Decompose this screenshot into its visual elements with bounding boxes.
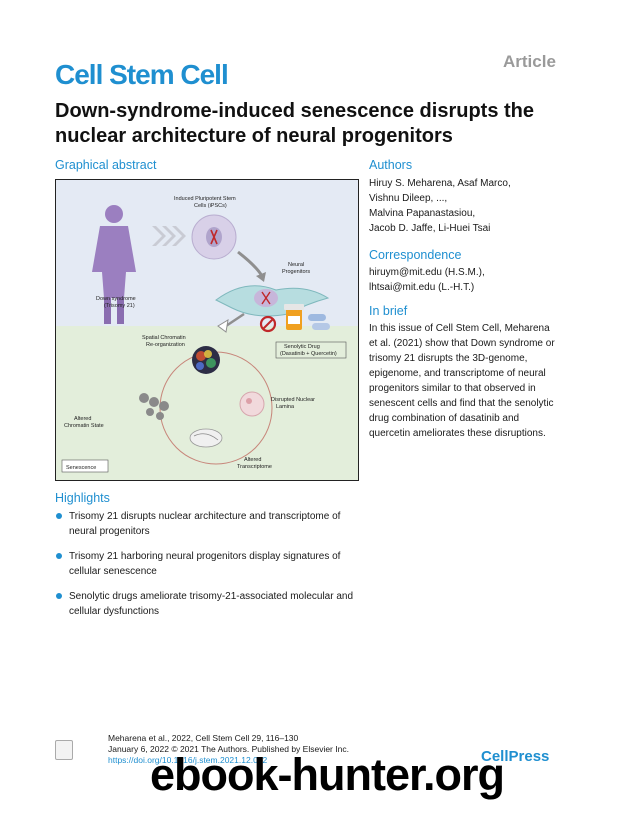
drug-label-2: (Dasatinib + Quercetin) xyxy=(280,351,337,357)
journal-name: Cell Stem Cell xyxy=(55,59,229,90)
in-brief-line: quercetin ameliorates these disruptions. xyxy=(369,428,546,439)
down-syndrome-label: Down syndrome xyxy=(96,296,136,302)
doi-link[interactable]: https://doi.org/10.1016/j.stem.2021.12.0… xyxy=(108,755,268,765)
authors-list: Hiruy S. Meharena, Asaf Marco, Vishnu Di… xyxy=(369,176,619,236)
capsule-icon xyxy=(308,314,330,330)
correspondence-emails: hiruym@mit.edu (H.S.M.), lhtsai@mit.edu … xyxy=(369,265,619,295)
citation-block: Meharena et al., 2022, Cell Stem Cell 29… xyxy=(108,733,408,766)
in-brief-line: In this issue of Cell Stem Cell, Meharen… xyxy=(369,323,550,334)
drug-label: Senolytic Drug xyxy=(284,344,320,350)
highlights-heading: Highlights xyxy=(55,491,110,505)
neural-progenitor-icon xyxy=(215,285,330,317)
graphical-abstract-figure: Down syndrome (Trisomy 21) Induced Pluri… xyxy=(55,179,359,481)
author-line: Jacob D. Jaffe, Li-Huei Tsai xyxy=(369,223,491,234)
authors-heading: Authors xyxy=(369,158,413,172)
in-brief-line: et al. (2021) show that Down syndrome or xyxy=(369,338,555,349)
highlights-list: Trisomy 21 disrupts nuclear architecture… xyxy=(55,509,365,629)
senescence-label: Senescence xyxy=(66,465,96,471)
graphical-abstract-heading: Graphical abstract xyxy=(55,158,157,172)
chromatin-fiber-icon xyxy=(139,393,169,420)
chromatin-state-label: Chromatin State xyxy=(64,423,104,429)
highlight-item: Trisomy 21 harboring neural progenitors … xyxy=(55,549,365,579)
article-type-label: Article xyxy=(503,52,556,71)
in-brief-line: progenitors similar to that observed in xyxy=(369,383,536,394)
author-line: Malvina Papanastasiou, xyxy=(369,208,476,219)
lamina-nucleus-icon xyxy=(239,391,265,417)
author-line: Hiruy S. Meharena, Asaf Marco, xyxy=(369,178,511,189)
person-figure-icon xyxy=(92,205,136,324)
spatial-label: Spatial Chromatin xyxy=(142,335,186,341)
in-brief-line: trisomy 21 disrupts the 3D-genome, xyxy=(369,353,528,364)
trisomy-label: (Trisomy 21) xyxy=(104,303,135,309)
in-brief-line: epigenome, and transcriptome of neural xyxy=(369,368,546,379)
altered-chromatin-label: Altered xyxy=(74,416,91,422)
transcriptome-label: Transcriptome xyxy=(237,464,272,470)
check-for-updates-icon[interactable] xyxy=(55,740,73,760)
neural-label: Neural xyxy=(288,262,304,268)
email-link[interactable]: lhtsai@mit.edu (L.-H.T.) xyxy=(369,282,475,293)
highlight-item: Senolytic drugs ameliorate trisomy-21-as… xyxy=(55,589,365,619)
author-line: Vishnu Dileep, ..., xyxy=(369,193,448,204)
pill-bottle-icon xyxy=(284,304,304,330)
altered-transcriptome-label: Altered xyxy=(244,457,261,463)
watermark-text: ebook-hunter.org xyxy=(150,749,505,800)
ipsc-label: Induced Pluripotent Stem xyxy=(174,196,236,202)
bullet-icon xyxy=(56,513,62,519)
ipsc-cell-icon xyxy=(191,214,237,260)
article-title: Down-syndrome-induced senescence disrupt… xyxy=(55,100,534,147)
transcriptome-icon xyxy=(189,428,223,448)
progenitors-label: Progenitors xyxy=(282,269,310,275)
chromatin-nucleus-icon xyxy=(192,346,220,374)
email-link[interactable]: hiruym@mit.edu (H.S.M.), xyxy=(369,267,485,278)
in-brief-heading: In brief xyxy=(369,304,408,318)
chevron-arrows-icon xyxy=(152,226,186,246)
cellpress-logo: CellPress xyxy=(481,748,550,765)
highlight-item: Trisomy 21 disrupts nuclear architecture… xyxy=(55,509,365,539)
disrupted-label: Disrupted Nuclear xyxy=(271,397,315,403)
citation-line: Meharena et al., 2022, Cell Stem Cell 29… xyxy=(108,733,299,743)
in-brief-line: senescent cells and find that the senoly… xyxy=(369,398,554,409)
down-arrow-icon xyxy=(225,312,245,328)
inhibit-icon xyxy=(259,315,277,333)
correspondence-heading: Correspondence xyxy=(369,248,462,262)
ipsc-label-2: Cells (iPSCs) xyxy=(194,203,227,209)
lamina-label: Lamina xyxy=(276,404,295,410)
in-brief-line: drug combination of dasatinib and xyxy=(369,413,520,424)
senescence-box xyxy=(61,459,109,473)
date-line: January 6, 2022 © 2021 The Authors. Publ… xyxy=(108,744,349,754)
reorg-label: Re-organization xyxy=(146,342,185,348)
in-brief-text: In this issue of Cell Stem Cell, Meharen… xyxy=(369,321,624,441)
bullet-icon xyxy=(56,593,62,599)
bullet-icon xyxy=(56,553,62,559)
